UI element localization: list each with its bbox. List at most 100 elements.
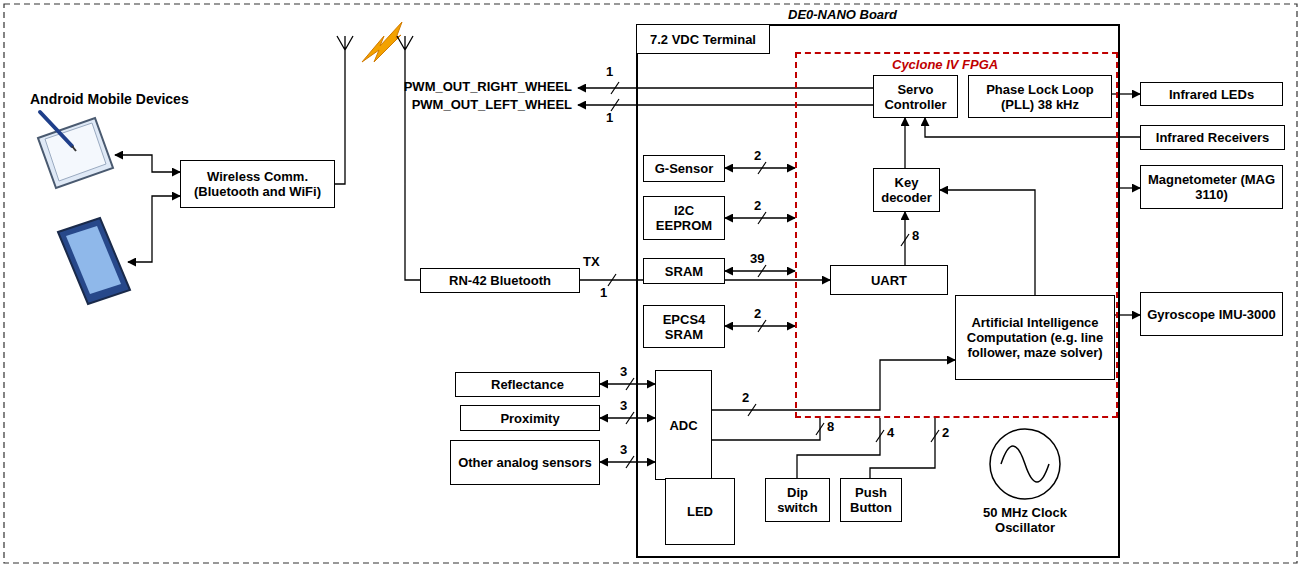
node-text: Servo Controller — [877, 82, 954, 112]
bus-width: 4 — [887, 425, 894, 440]
bus-slash — [758, 212, 766, 224]
bus-slash — [758, 320, 766, 332]
fpga-region: Cyclone IV FPGA Servo Controller Phase Loc… — [795, 52, 1118, 418]
block-box: Wireless Comm. (Bluetooth and WiFi) — [180, 160, 335, 208]
node-text: Push Button — [844, 485, 898, 515]
pwm-wire — [578, 104, 873, 105]
signal-label: 1 — [606, 64, 613, 79]
antenna-symbol — [337, 36, 353, 50]
node-text: Reflectance — [491, 377, 564, 392]
bus-width: 2 — [742, 390, 749, 405]
device-link-arrow — [115, 155, 180, 172]
connector — [940, 190, 1035, 295]
node-text: UART — [871, 273, 907, 288]
block-box: RN-42 Bluetooth — [420, 268, 580, 293]
node-text: RN-42 Bluetooth — [449, 273, 551, 288]
connector — [725, 167, 795, 168]
tablet-illustration — [38, 112, 113, 188]
block-box: SRAM — [643, 258, 725, 284]
node-text: Wireless Comm. (Bluetooth and WiFi) — [184, 169, 331, 199]
bus-width: 3 — [620, 442, 627, 457]
bus-width: 2 — [942, 425, 949, 440]
node-text: EPCS4 SRAM — [647, 312, 721, 342]
block-box: EPCS4 SRAM — [643, 305, 725, 348]
block-box: Key decoder — [873, 168, 940, 212]
block-box: Other analog sensors — [450, 440, 600, 485]
node-text: Proximity — [500, 411, 559, 426]
connector — [725, 217, 795, 218]
region-heading: Cyclone IV FPGA — [892, 57, 998, 72]
board-outline: DE0-NANO Board7.2 VDC TerminalCyclone IV… — [636, 24, 1120, 558]
bus-slash — [626, 456, 634, 468]
wireless-bolt — [362, 22, 402, 62]
connector — [870, 418, 935, 478]
connector — [712, 360, 955, 410]
bus-width: 2 — [754, 306, 761, 321]
block-box: Dip switch — [765, 478, 830, 522]
connector — [600, 461, 655, 462]
bus-slash — [626, 378, 634, 390]
block-box: ADC — [655, 370, 712, 480]
block-box: Artificial Intelligence Computation (e.g… — [955, 295, 1115, 380]
signal-label: TX — [583, 254, 600, 269]
bus-width: 8 — [912, 228, 919, 243]
node-text: ADC — [669, 418, 697, 433]
sine-wave — [1001, 446, 1049, 482]
block-box: Magnetometer (MAG 3110) — [1140, 165, 1283, 209]
node-text: Phase Lock Loop (PLL) 38 kHz — [972, 82, 1108, 112]
bus-slash — [931, 430, 939, 442]
antenna-symbol — [397, 36, 413, 50]
connector — [600, 417, 655, 418]
bus-width: 1 — [600, 285, 607, 300]
block-box: Phase Lock Loop (PLL) 38 kHz — [968, 75, 1112, 118]
node-text: I2C EEPROM — [647, 203, 721, 233]
board-heading: DE0-NANO Board — [788, 7, 897, 22]
node-text: Key decoder — [877, 175, 936, 205]
node-text: Artificial Intelligence Computation (e.g… — [959, 315, 1111, 360]
node-text: Infrared Receivers — [1156, 130, 1269, 145]
block-box: 7.2 VDC Terminal — [636, 24, 770, 54]
block-box: Proximity — [460, 405, 600, 431]
node-text: SRAM — [665, 264, 703, 279]
bus-width: 39 — [750, 251, 764, 266]
connector — [904, 118, 905, 168]
connector — [725, 270, 795, 271]
oscillator-symbol: 50 MHz Clock Oscillator — [975, 425, 1075, 550]
bus-slash — [748, 404, 756, 416]
block-box: Gyroscope IMU-3000 — [1140, 292, 1283, 336]
bus-slash — [758, 162, 766, 174]
connector — [797, 418, 880, 478]
bus-slash — [816, 423, 824, 435]
block-box: Reflectance — [455, 372, 600, 397]
bus-slash — [611, 82, 619, 94]
block-box: Infrared Receivers — [1140, 125, 1285, 150]
signal-label: PWM_OUT_LEFT_WHEEL — [412, 97, 572, 112]
bus-slash — [608, 274, 616, 286]
connector — [700, 418, 820, 478]
signal-label: Android Mobile Devices — [30, 92, 189, 107]
bus-slash — [901, 234, 909, 246]
block-box: Infrared LEDs — [1140, 82, 1283, 106]
bus-width: 8 — [827, 419, 834, 434]
oscillator-outline — [990, 429, 1060, 499]
node-text: Dip switch — [769, 485, 826, 515]
oscillator-circle — [975, 425, 1075, 503]
outer-frame — [4, 4, 1297, 563]
connector — [600, 383, 655, 384]
node-text: Infrared LEDs — [1169, 87, 1254, 102]
node-text: Gyroscope IMU-3000 — [1147, 307, 1276, 322]
bus-width: 2 — [754, 148, 761, 163]
node-text: G-Sensor — [655, 161, 714, 176]
block-box: G-Sensor — [643, 155, 725, 182]
node-text: Other analog sensors — [458, 455, 592, 470]
bus-width: 3 — [620, 398, 627, 413]
connector — [725, 325, 795, 326]
block-box: UART — [830, 265, 948, 295]
bus-slash — [758, 265, 766, 277]
bus-slash — [876, 430, 884, 442]
connector — [1118, 187, 1140, 188]
device-link-arrow — [128, 196, 180, 262]
block-box: I2C EEPROM — [643, 196, 725, 240]
phone-illustration — [58, 218, 130, 304]
bus-slash — [626, 412, 634, 424]
